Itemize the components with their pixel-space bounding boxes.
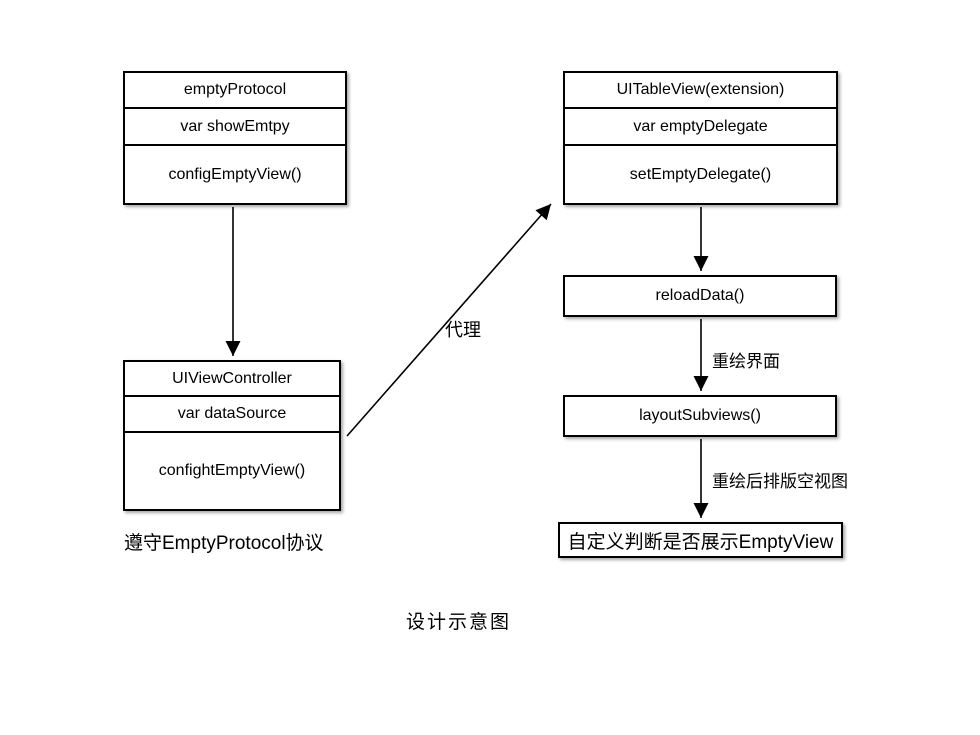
box-view-controller: UIViewController var dataSource confight…	[123, 360, 341, 511]
box-layout-subviews: layoutSubviews()	[563, 395, 837, 437]
box-view-controller-method: confightEmptyView()	[125, 431, 339, 509]
box-custom-judge: 自定义判断是否展示EmptyView	[558, 522, 843, 558]
box-empty-protocol-property: var showEmtpy	[125, 107, 345, 144]
edge-label-delegate: 代理	[445, 320, 481, 340]
box-table-view-title: UITableView(extension)	[616, 81, 785, 98]
box-reload-data: reloadData()	[563, 275, 837, 317]
box-view-controller-title: UIViewController	[172, 369, 292, 387]
box-table-view-property: var emptyDelegate	[565, 107, 836, 144]
box-view-controller-property: var dataSource	[125, 395, 339, 431]
diagram-caption: 设计示意图	[406, 612, 512, 633]
edge-label-redraw: 重绘界面	[712, 352, 780, 371]
box-empty-protocol-title: emptyProtocol	[183, 81, 287, 98]
annotation-conform-protocol: 遵守EmptyProtocol协议	[124, 533, 324, 554]
box-empty-protocol-method: configEmptyView()	[125, 144, 345, 203]
box-empty-protocol: emptyProtocol var showEmtpy configEmptyV…	[123, 71, 347, 205]
edge-label-relayout: 重绘后排版空视图	[712, 472, 848, 491]
box-table-view-method: setEmptyDelegate()	[565, 144, 836, 203]
box-table-view: UITableView(extension) var emptyDelegate…	[563, 71, 838, 205]
